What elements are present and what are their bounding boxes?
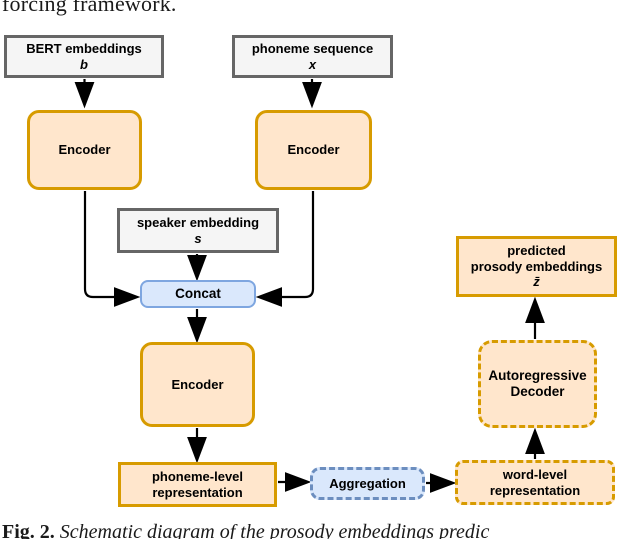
node-speaker-embedding: speaker embedding s <box>117 208 279 253</box>
node-autoregressive-decoder: Autoregressive Decoder <box>478 340 597 428</box>
node-label-line1: predicted <box>507 243 566 259</box>
node-label-line1: Autoregressive <box>488 367 587 383</box>
variable-x: x <box>308 56 317 72</box>
node-label-line2: Decoder <box>510 384 565 399</box>
node-encoder-main: Encoder <box>140 342 255 427</box>
node-label-line2: representation <box>489 482 581 498</box>
variable-b: b <box>80 56 88 72</box>
node-label: Concat <box>175 285 221 301</box>
node-word-level-representation: word-level representation <box>455 460 615 505</box>
node-predicted-prosody-embeddings: predicted prosody embeddings z̄ <box>456 236 617 297</box>
node-label: Encoder <box>287 142 340 158</box>
variable-z-bar: z̄ <box>533 274 540 290</box>
node-label: Aggregation <box>329 475 406 491</box>
figure-caption: Fig. 2. Schematic diagram of the prosody… <box>2 521 489 539</box>
node-label-line1: phoneme-level <box>151 468 244 484</box>
variable-s: s <box>194 230 202 246</box>
node-phoneme-sequence: phoneme sequence x <box>232 35 393 78</box>
top-paragraph-text: forcing framework. <box>2 0 177 17</box>
node-label: Encoder <box>171 376 224 392</box>
figure-caption-text: Schematic diagram of the prosody embeddi… <box>54 521 490 539</box>
node-label: BERT embeddings <box>26 40 142 56</box>
figure-caption-label: Fig. 2. <box>2 521 55 539</box>
node-concat: Concat <box>140 280 256 308</box>
node-encoder-right: Encoder <box>255 110 372 190</box>
node-phoneme-level-representation: phoneme-level representation <box>118 462 277 507</box>
node-encoder-left: Encoder <box>27 110 142 190</box>
node-label: Encoder <box>58 142 111 158</box>
node-label: phoneme sequence <box>251 40 374 56</box>
node-aggregation: Aggregation <box>310 467 425 500</box>
node-bert-embeddings: BERT embeddings b <box>4 35 164 78</box>
node-label-line2: representation <box>152 484 243 500</box>
node-label-line2: prosody embeddings <box>470 258 603 274</box>
top-paragraph-fragment: forcing framework. <box>2 0 177 16</box>
node-label-line1: word-level <box>502 466 568 482</box>
node-label: speaker embedding <box>136 214 260 230</box>
